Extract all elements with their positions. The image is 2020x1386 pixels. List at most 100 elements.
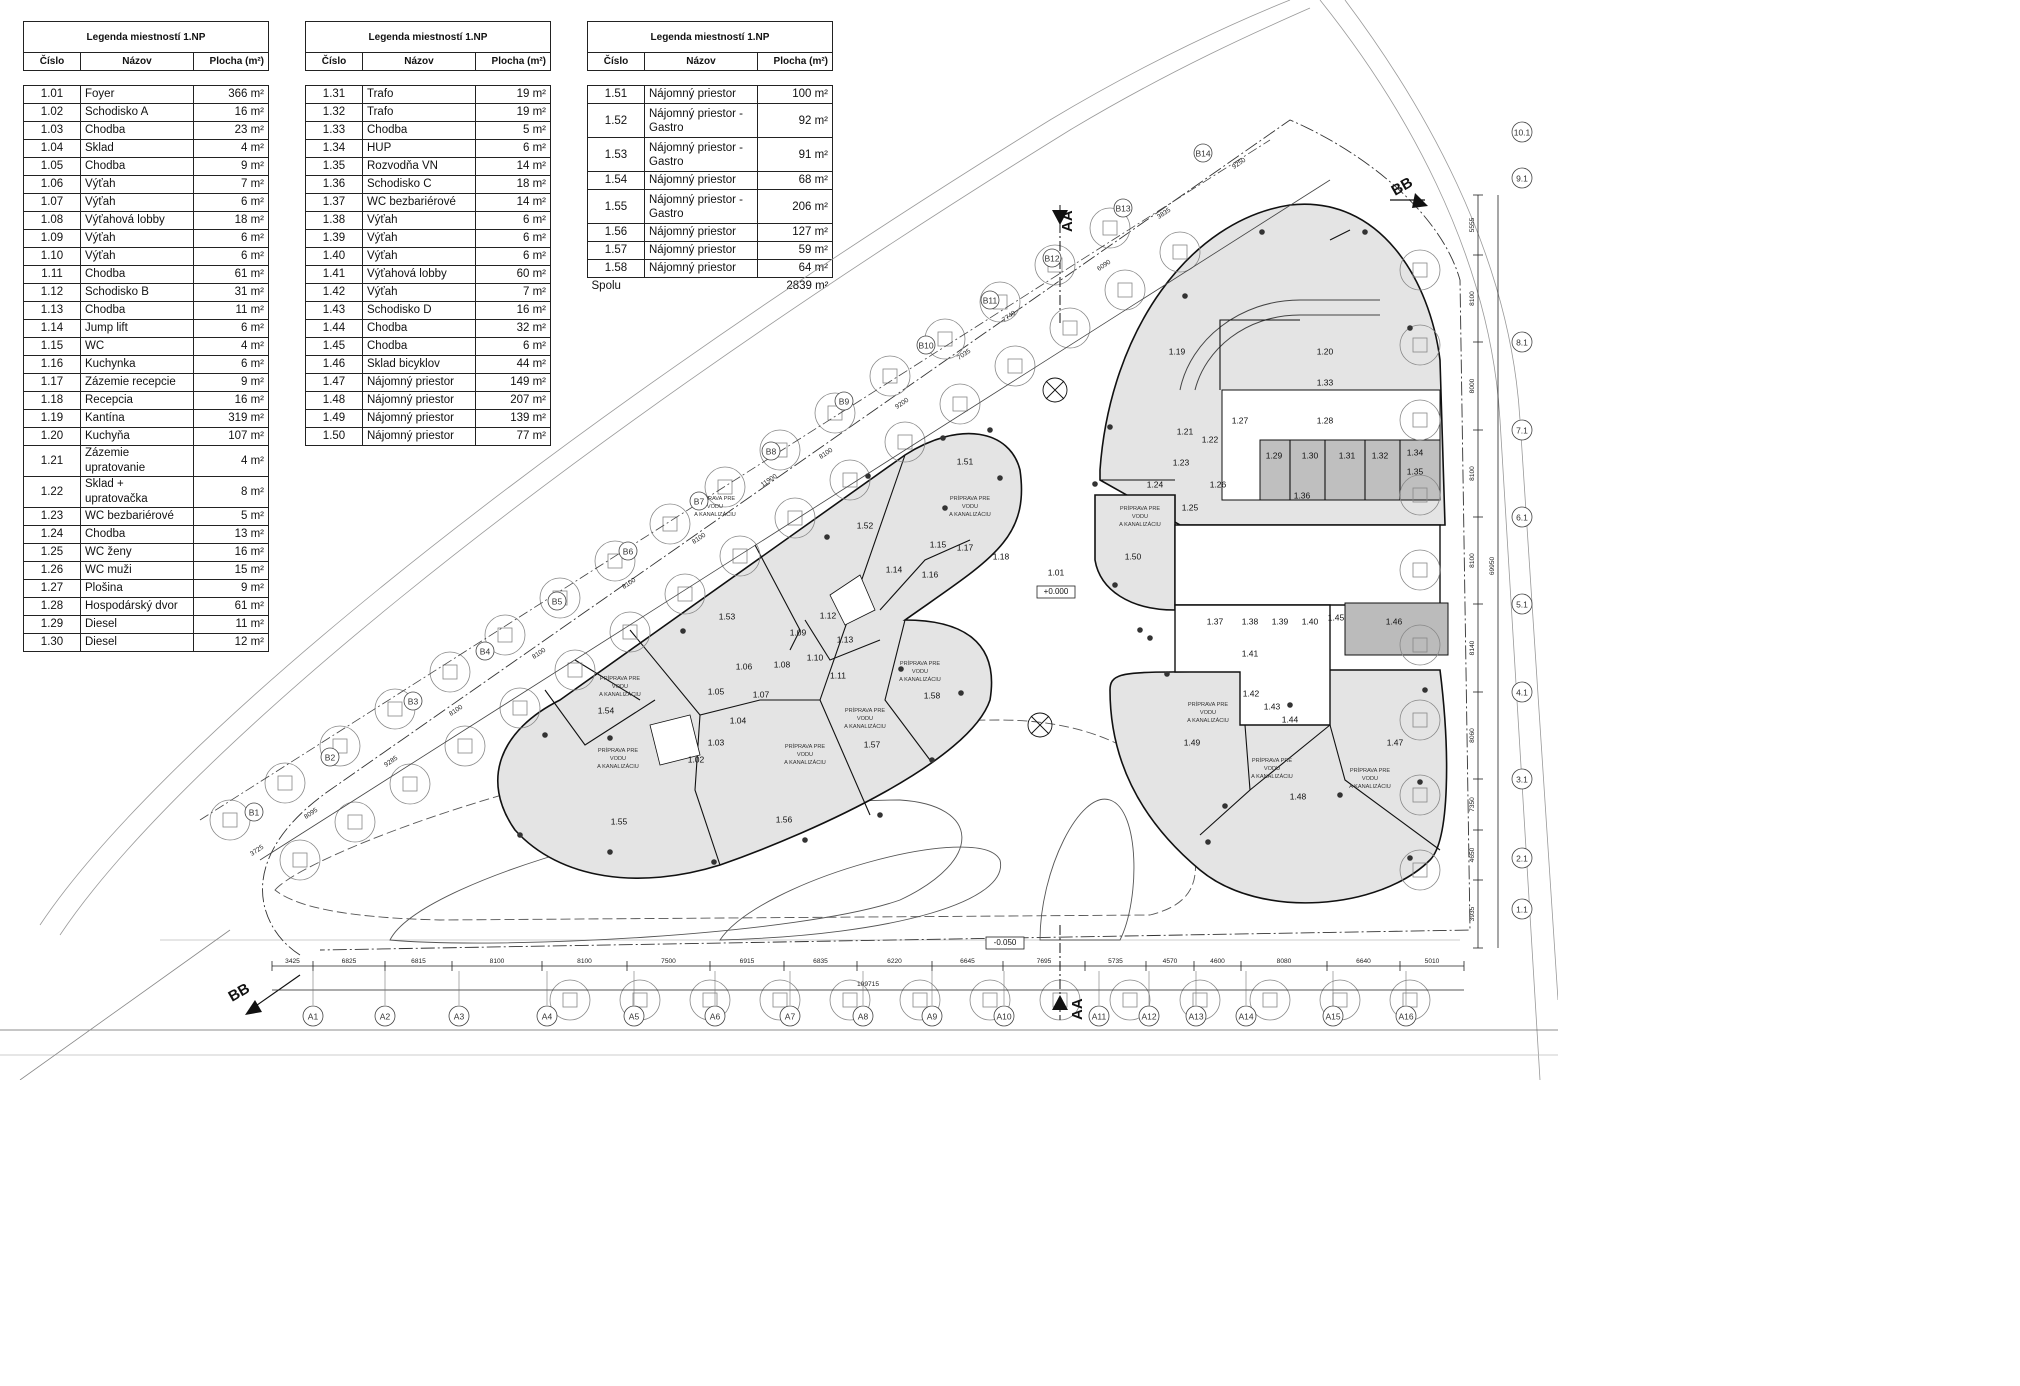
room-label: 1.50 [1125, 551, 1142, 561]
room-name: Zázemie recepcie [80, 373, 194, 392]
room-number: 1.58 [587, 259, 645, 278]
dimension-label: 9200 [894, 397, 910, 411]
dimension-label: 7695 [1037, 958, 1052, 965]
column-dot [680, 628, 686, 634]
grid-label: A8 [858, 1011, 869, 1021]
column-dot [942, 505, 948, 511]
tree-grate [1402, 992, 1418, 1008]
room-area: 11 m² [193, 615, 269, 634]
room-number: 1.09 [23, 229, 81, 248]
room-name: Zázemie upratovanie [80, 445, 194, 477]
room-name: Schodisko A [80, 103, 194, 122]
room-area: 64 m² [757, 259, 833, 278]
dimension-label: 8000 [1469, 378, 1476, 393]
room-number: 1.16 [23, 355, 81, 374]
tree-grate [622, 624, 638, 640]
tree-grate [662, 516, 678, 532]
tree-grate [402, 776, 418, 792]
total-label: Spolu [591, 280, 621, 292]
grid-label: B2 [325, 752, 336, 762]
tree-canopy [539, 577, 581, 619]
tree-grate [1332, 992, 1348, 1008]
tree-canopy [1399, 624, 1441, 666]
column-dot [607, 735, 613, 741]
tree-canopy [1399, 249, 1441, 291]
tree-grate [222, 812, 238, 828]
tree-grate [677, 586, 693, 602]
room-label: 1.51 [957, 456, 974, 466]
prep-note-line: VODU [1264, 766, 1280, 772]
tree-grate [567, 662, 583, 678]
tree-canopy [829, 979, 871, 1021]
dimension-label: 4600 [1210, 958, 1225, 965]
floor-plan: 1.011.021.031.041.051.061.071.081.091.10… [0, 0, 1558, 1080]
room-name: Nájomný priestor - Gastro [644, 103, 758, 138]
tree-grate [982, 992, 998, 1008]
room-label: 1.45 [1328, 612, 1345, 622]
tree-grate [1412, 862, 1428, 878]
tree-grate [772, 992, 788, 1008]
tree-grate [1412, 562, 1428, 578]
dimension-label: 6815 [411, 958, 426, 965]
grid-label: B4 [480, 646, 491, 656]
room-name: Nájomný priestor [362, 427, 476, 446]
grid-label: B9 [839, 396, 850, 406]
room-area: 77 m² [475, 427, 551, 446]
room-label: 1.27 [1232, 415, 1249, 425]
dimension-label: 3725 [249, 844, 265, 858]
tree-grate [332, 738, 348, 754]
grid-label: A4 [542, 1011, 553, 1021]
room-label: 1.01 [1048, 567, 1065, 577]
room-area: 13 m² [193, 525, 269, 544]
tree-canopy [1034, 244, 1076, 286]
grid-label: A15 [1325, 1011, 1340, 1021]
grid-label: 5.1 [1516, 599, 1528, 609]
column-dot [1407, 855, 1413, 861]
section-aa-bottom: AA [1052, 925, 1086, 1020]
room-label: 1.35 [1407, 466, 1424, 476]
prep-note-line: PRÍPRAVA PRE [1188, 701, 1228, 708]
room-name: Výťah [362, 247, 476, 266]
room-name: Nájomný priestor [644, 259, 758, 278]
tree-grate [292, 852, 308, 868]
room-number: 1.06 [23, 175, 81, 194]
tree-canopy [389, 763, 431, 805]
room-area: 92 m² [757, 103, 833, 138]
dimension-label: 3425 [285, 958, 300, 965]
dimension-label: 11900 [760, 473, 779, 489]
tree-grate [1192, 992, 1208, 1008]
dimension-label: 8100 [490, 958, 505, 965]
tree-grate [842, 992, 858, 1008]
tree-canopy [939, 383, 981, 425]
room-label: 1.14 [886, 564, 903, 574]
structural-columns [517, 229, 1428, 865]
tree-canopy [719, 535, 761, 577]
column-dot [1112, 582, 1118, 588]
room-labels: 1.011.021.031.041.051.061.071.081.091.10… [598, 346, 1424, 826]
room-name: Výťah [80, 229, 194, 248]
room-legend-table-2: Legenda miestností 1.NP Číslo Názov Ploc… [305, 21, 551, 446]
tree-grate [952, 396, 968, 412]
dimension-label: 8100 [531, 647, 547, 661]
column-dot [1407, 325, 1413, 331]
room-legend-table-1: Legenda miestností 1.NP Číslo Názov Ploc… [23, 21, 269, 652]
dimension-label: 6220 [887, 958, 902, 965]
prep-note-line: VODU [857, 716, 873, 722]
section-aa-top: AA [1052, 205, 1076, 325]
grid-label: 1.1 [1516, 904, 1528, 914]
room-label: 1.58 [924, 690, 941, 700]
room-label: 1.44 [1282, 714, 1299, 724]
technical-rooms [1259, 439, 1441, 501]
tree-canopy [1399, 474, 1441, 516]
grid-label: A3 [454, 1011, 465, 1021]
